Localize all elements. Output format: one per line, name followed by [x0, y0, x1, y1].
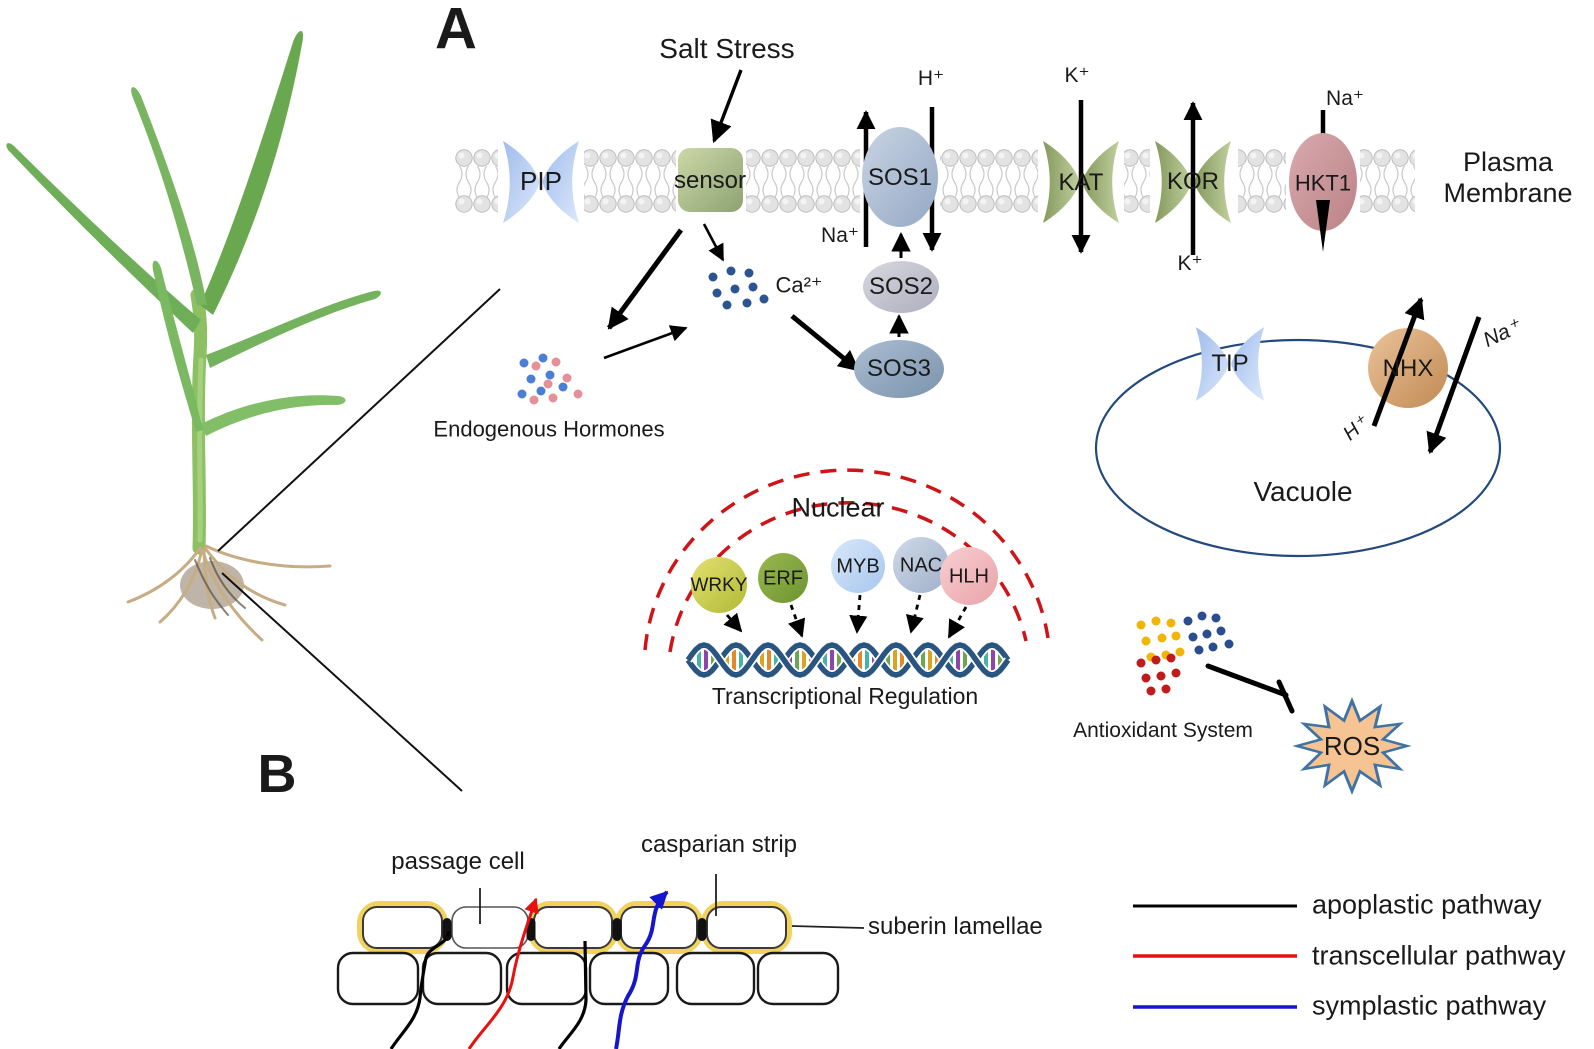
- label-pointers: [479, 874, 865, 929]
- salt-sensor-protein: [678, 69, 743, 212]
- kor-channel: [1155, 101, 1231, 255]
- kat-channel: [1043, 100, 1119, 254]
- h-sos1-label: H⁺: [917, 66, 945, 90]
- vacuole-label: Vacuole: [1253, 475, 1353, 507]
- suberized-cell: [528, 901, 618, 954]
- antioxidant-system-label: Antioxidant System: [1073, 718, 1253, 742]
- transcriptional-regulation-label: Transcriptional Regulation: [711, 682, 979, 709]
- hormone-molecules: [517, 353, 583, 405]
- sensor-label: sensor: [673, 167, 747, 195]
- kor-label: KOR: [1166, 168, 1220, 196]
- tf-wrky-label: WRKY: [690, 575, 748, 597]
- suberized-cell: [357, 901, 448, 954]
- hkt1-label: HKT1: [1294, 170, 1352, 196]
- symplastic-legend-label: symplastic pathway: [1312, 990, 1547, 1021]
- tip-label: TIP: [1211, 350, 1249, 378]
- transcription-factors: [691, 537, 998, 613]
- hkt1-transporter: [1289, 110, 1357, 252]
- nuclear-label: Nuclear: [791, 492, 885, 523]
- pip-label: PIP: [520, 166, 562, 197]
- sos2-label: SOS2: [868, 273, 934, 301]
- pathway-lines: [389, 890, 669, 1049]
- na-in-arrow: [1426, 316, 1482, 454]
- sos3-sensor: [854, 340, 944, 398]
- signaling-arrows: [603, 223, 911, 372]
- ca-label: Ca²⁺: [775, 272, 823, 298]
- salt-stress-label: Salt Stress: [659, 32, 795, 64]
- tip-channel: [1195, 327, 1265, 401]
- suberized-cell: [615, 901, 703, 954]
- salt-stress-arrow: [710, 69, 743, 144]
- vacuole-outline: [1094, 338, 1502, 558]
- tf-nac-label: NAC: [899, 554, 943, 577]
- apoplastic-legend-label: apoplastic pathway: [1312, 889, 1542, 920]
- panel-b-label: B: [257, 743, 297, 804]
- panel-a-label: A: [435, 0, 477, 62]
- endodermis-cells: [336, 901, 840, 1006]
- k-kat-label: K⁺: [1064, 63, 1090, 87]
- root-to-panel-a-line: [217, 288, 501, 552]
- na-hkt1-arrowhead: [1316, 200, 1330, 252]
- tf-myb-label: MYB: [836, 555, 880, 578]
- ca-to-sos3-arrow: [790, 314, 860, 372]
- plasma-membrane-label: Plasma Membrane: [1443, 146, 1573, 208]
- ros-label: ROS: [1323, 731, 1381, 762]
- inhibition-connector: [1205, 663, 1295, 714]
- sos1-antiporter: [856, 107, 942, 252]
- na-hkt1-label: Na⁺: [1326, 86, 1364, 110]
- tf-erf-label: ERF: [763, 567, 803, 590]
- apoplastic-path-2: [557, 940, 588, 1049]
- apoplastic-path-1: [389, 930, 451, 1049]
- kat-label: KAT: [1058, 169, 1104, 197]
- sensor-to-ca-arrow: [702, 223, 725, 262]
- dna-helix: [684, 640, 1012, 680]
- cortex-cells: [336, 951, 840, 1006]
- passage-cell-label: passage cell: [391, 848, 525, 876]
- hormones-crosstalk-arrow: [603, 325, 688, 360]
- antioxidant-molecules: [1136, 611, 1234, 696]
- tf-binding-arrows: [723, 594, 968, 639]
- na-sos1-label: Na⁺: [821, 223, 859, 247]
- nuclear-envelope: [643, 468, 1050, 653]
- passage-cell: [451, 906, 529, 949]
- casparian-strip-label: casparian strip: [640, 831, 798, 859]
- nhx-label: NHX: [1382, 355, 1434, 383]
- nhx-antiporter: [1368, 297, 1482, 454]
- calcium-ions: [708, 266, 769, 310]
- sos2-kinase: [863, 261, 939, 313]
- root-to-panel-b-line: [221, 572, 463, 792]
- sensor-to-hormones-arrow: [606, 228, 684, 330]
- transcellular-legend-label: transcellular pathway: [1312, 940, 1566, 971]
- pip-channel: [503, 141, 579, 223]
- endogenous-hormones-label: Endogenous Hormones: [433, 416, 665, 442]
- plant-photo-illustration: [6, 31, 381, 642]
- tf-hlh-label: HLH: [948, 565, 990, 588]
- sos1-label: SOS1: [867, 164, 933, 192]
- suberin-lamellae-label: suberin lamellae: [868, 913, 1043, 941]
- h-out-arrow: [1371, 297, 1425, 427]
- sos3-label: SOS3: [866, 355, 932, 383]
- k-kor-label: K⁺: [1177, 251, 1203, 275]
- legend-lines: [1133, 904, 1297, 1009]
- transcellular-path: [467, 897, 539, 1049]
- ros-starburst: [1292, 697, 1412, 795]
- symplastic-path: [614, 890, 669, 1049]
